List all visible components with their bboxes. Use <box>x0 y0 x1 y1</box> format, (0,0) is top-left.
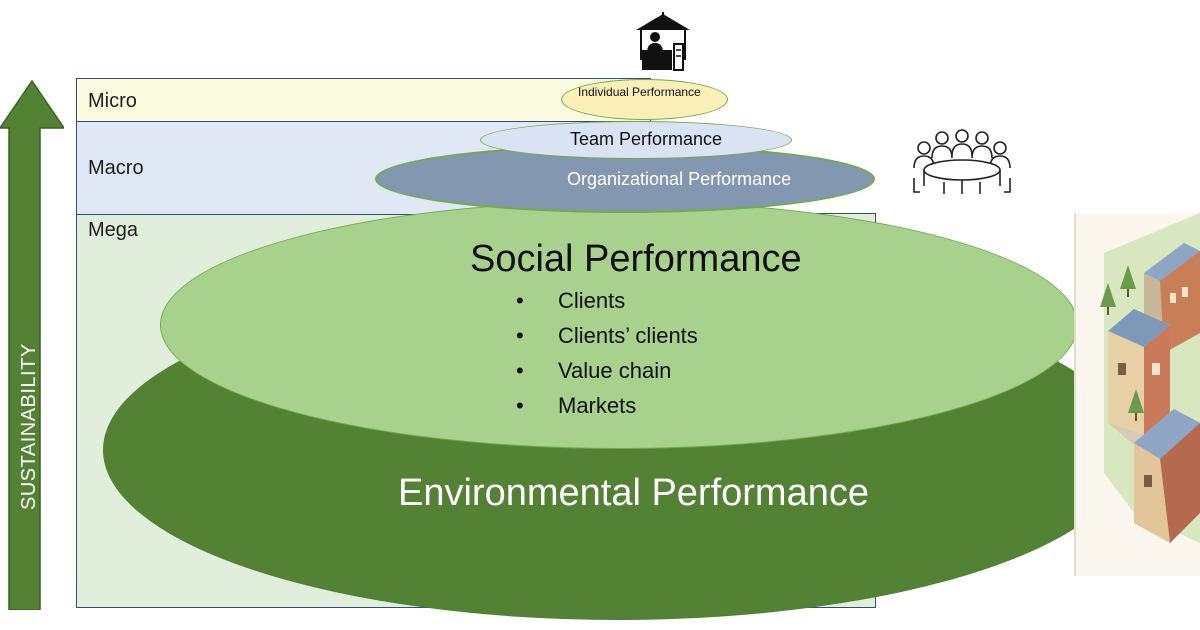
sustainability-arrow <box>0 80 64 610</box>
isometric-town-illustration <box>1074 213 1200 576</box>
list-item: Clients <box>516 288 698 323</box>
individual-performance-title: Individual Performance <box>578 85 701 99</box>
list-item: Clients’ clients <box>516 323 698 358</box>
environmental-performance-title: Environmental Performance <box>398 472 869 514</box>
list-item: Value chain <box>516 358 698 393</box>
social-performance-list: Clients Clients’ clients Value chain Mar… <box>516 288 698 428</box>
mega-label: Mega <box>88 219 139 241</box>
sustainability-label: SUSTAINABILITY <box>18 343 40 510</box>
team-performance-title: Team Performance <box>570 129 723 149</box>
macro-label: Macro <box>88 157 144 179</box>
social-performance-title: Social Performance <box>470 238 802 280</box>
meeting-table-icon <box>913 129 1011 194</box>
list-item: Markets <box>516 393 698 428</box>
micro-band <box>76 78 651 122</box>
market-stall-worker-icon <box>636 12 690 71</box>
individual-performance-ellipse <box>561 79 728 120</box>
micro-label: Micro <box>88 90 137 112</box>
team-performance-ellipse <box>480 121 792 159</box>
organizational-performance-title: Organizational Performance <box>567 169 792 189</box>
